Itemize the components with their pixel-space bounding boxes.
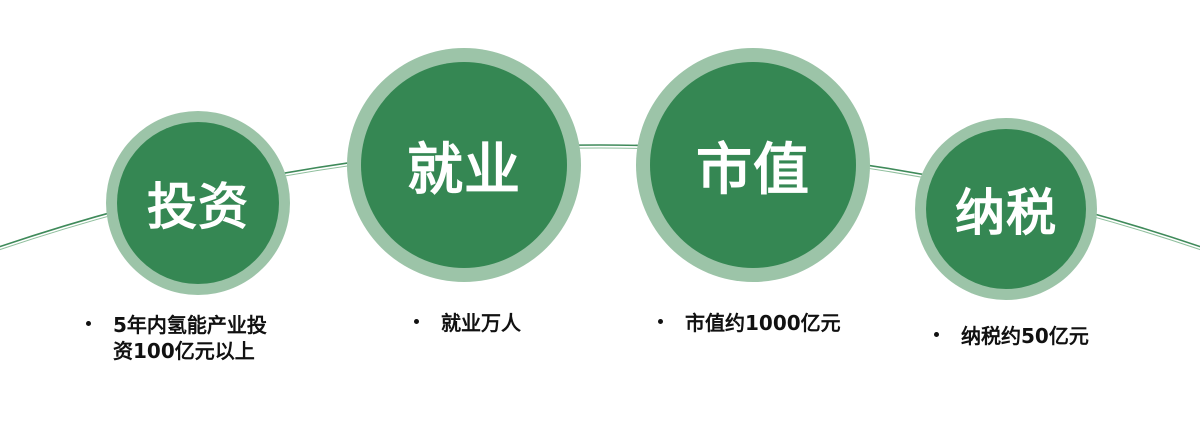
node-market-value: 市值 xyxy=(636,48,870,282)
node-market-value-label: 市值 xyxy=(696,137,810,203)
bullet-dot xyxy=(414,319,419,324)
bullet-market-value: 市值约1000亿元 xyxy=(658,310,841,336)
bullet-employment: 就业万人 xyxy=(414,310,521,336)
node-employment-core: 就业 xyxy=(361,62,567,268)
bullet-employment-line-1: 就业万人 xyxy=(441,311,521,335)
node-market-value-core: 市值 xyxy=(650,62,856,268)
bullet-dot xyxy=(658,319,663,324)
bullet-dot xyxy=(934,332,939,337)
bullet-employment-text: 就业万人 xyxy=(441,310,521,336)
node-employment: 就业 xyxy=(347,48,581,282)
bullet-tax-text: 纳税约50亿元 xyxy=(961,323,1089,349)
node-tax: 纳税 xyxy=(915,118,1097,300)
bullet-dot xyxy=(86,321,91,326)
node-tax-label: 纳税 xyxy=(955,184,1057,242)
node-investment: 投资 xyxy=(106,111,290,295)
bullet-investment: 5年内氢能产业投 资100亿元以上 xyxy=(86,312,267,364)
bullet-investment-line-1: 5年内氢能产业投 xyxy=(113,313,267,337)
node-investment-label: 投资 xyxy=(147,178,249,236)
bullet-investment-text: 5年内氢能产业投 资100亿元以上 xyxy=(113,312,267,364)
bullet-market-value-line-1: 市值约1000亿元 xyxy=(685,311,841,335)
node-investment-core: 投资 xyxy=(117,122,279,284)
bullet-market-value-text: 市值约1000亿元 xyxy=(685,310,841,336)
bullet-investment-line-2: 资100亿元以上 xyxy=(113,339,255,363)
bullet-tax-line-1: 纳税约50亿元 xyxy=(961,324,1089,348)
node-tax-core: 纳税 xyxy=(926,129,1086,289)
bullet-tax: 纳税约50亿元 xyxy=(934,323,1089,349)
node-employment-label: 就业 xyxy=(407,137,521,203)
